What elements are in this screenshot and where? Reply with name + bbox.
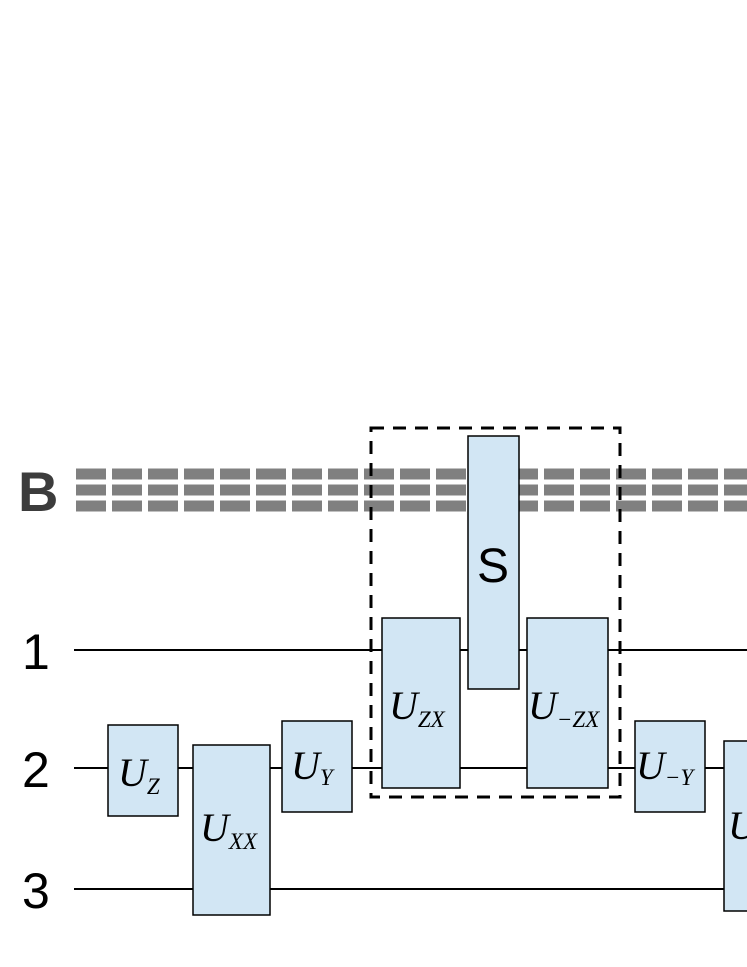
gate-uy-symbol: U	[291, 743, 323, 788]
gate-uzx: UZX	[381, 617, 461, 789]
gate-uz-symbol: U	[118, 750, 150, 795]
gate-cut-off-box	[723, 740, 747, 912]
svg-text:U−Y: U−Y	[636, 743, 695, 790]
bath-register	[76, 468, 747, 512]
gate-uxx: UXX	[192, 744, 271, 916]
gate-uxx-subscript: XX	[228, 829, 258, 854]
gate-u-minus-y-box	[634, 720, 706, 813]
gate-uzx-subscript: ZX	[418, 707, 446, 732]
gate-s-box	[467, 435, 520, 690]
gate-s-label: S	[477, 540, 509, 593]
svg-text:UZX: UZX	[389, 683, 446, 732]
gate-cut-off: U	[723, 740, 747, 912]
gate-uy-box	[281, 720, 353, 813]
gate-uxx-box	[192, 744, 271, 916]
gate-uzx-box	[381, 617, 461, 789]
svg-text:U−ZX: U−ZX	[528, 683, 600, 732]
gate-uz-subscript: Z	[147, 774, 160, 799]
gate-uz: UZ	[107, 724, 179, 817]
gate-u-minus-y-subscript: −Y	[665, 765, 696, 790]
wire-label-1: 1	[22, 624, 50, 680]
gate-u-minus-zx-symbol: U	[528, 683, 560, 728]
wire-label-3: 3	[22, 863, 50, 919]
gate-u-minus-y-symbol: U	[636, 743, 668, 788]
gate-uxx-symbol: U	[200, 805, 232, 850]
gate-u-minus-zx: U−ZX	[526, 617, 609, 789]
gate-u-minus-zx-box	[526, 617, 609, 789]
gate-u-minus-zx-subscript: −ZX	[557, 707, 600, 732]
gate-uy: UY	[281, 720, 353, 813]
svg-text:UZ: UZ	[118, 750, 160, 799]
gate-uy-subscript: Y	[320, 765, 335, 790]
svg-text:UY: UY	[291, 743, 335, 790]
gate-cut-off-symbol: U	[728, 803, 747, 848]
bath-label: B	[18, 460, 58, 523]
gate-uzx-symbol: U	[389, 683, 421, 728]
gate-u-minus-y: U−Y	[634, 720, 706, 813]
wire-label-2: 2	[22, 742, 50, 798]
gate-s: S	[467, 435, 520, 690]
svg-text:UXX: UXX	[200, 805, 258, 854]
gate-uz-box	[107, 724, 179, 817]
svg-text:U: U	[728, 803, 747, 848]
